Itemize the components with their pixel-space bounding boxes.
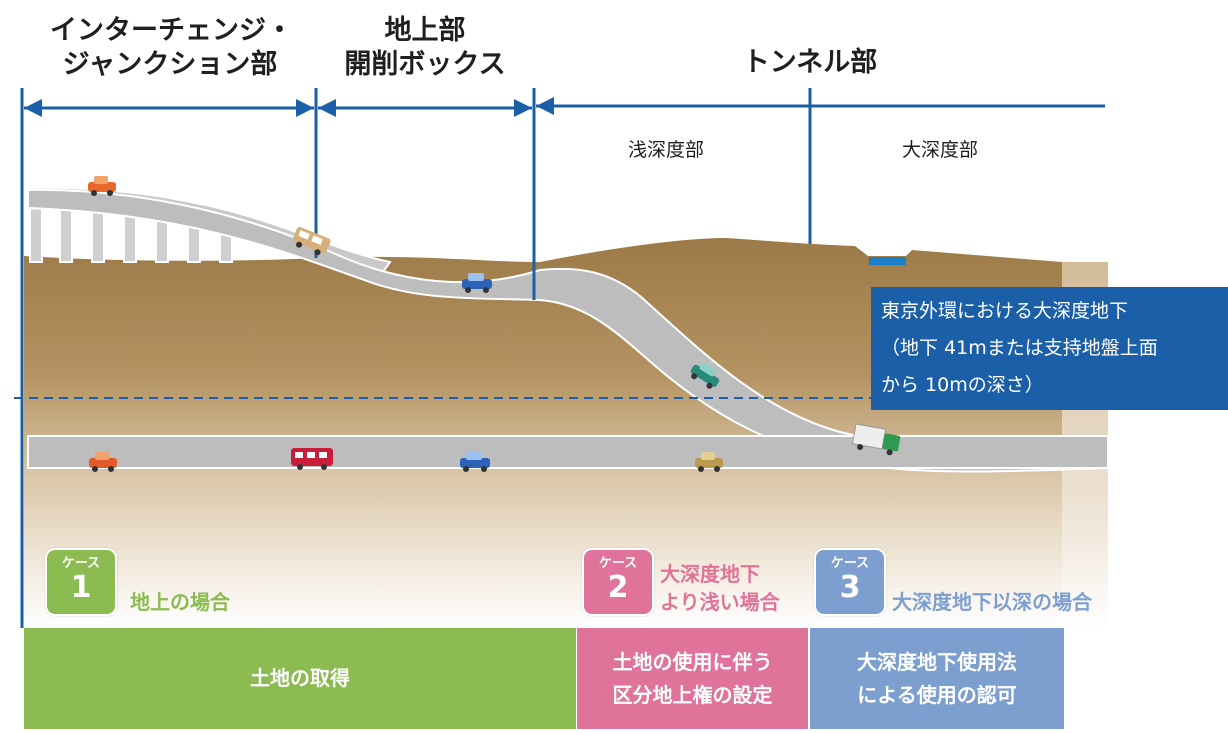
bar-land-acquisition: 土地の取得 — [24, 628, 576, 729]
callout-line1: 東京外環における大深度地下 — [881, 300, 1129, 322]
subsection-shallow-label: 浅深度部 — [628, 139, 705, 161]
callout-line2: （地下 41mまたは支持地盤上面 — [881, 337, 1158, 359]
car-tunnel-1 — [89, 452, 117, 472]
section-surface-box-label: 地上部 開削ボックス — [330, 14, 520, 82]
case-1-text: 地上の場合 — [130, 590, 230, 614]
range-arrows — [24, 97, 1105, 117]
case-2-text-line1: 大深度地下 — [660, 562, 760, 586]
case-3-number: 3 — [839, 570, 861, 605]
section-interchange-line2: ジャンクション部 — [62, 49, 278, 80]
ground-soil — [24, 238, 1062, 628]
bar-surface-right-line2: 区分地上権の設定 — [612, 682, 773, 707]
truck-tunnel-slope — [851, 423, 901, 456]
car-tunnel-slope — [690, 362, 720, 389]
car-ramp-top — [88, 176, 116, 196]
car-box — [462, 273, 492, 293]
case-3-word: ケース — [830, 556, 870, 571]
section-interchange-line1: インターチェンジ・ — [50, 15, 293, 46]
case-2-badge: ケース 2 — [582, 548, 654, 616]
case-1-word: ケース — [61, 556, 101, 571]
bar-deep-use-approval-line1: 大深度地下使用法 — [857, 649, 1017, 674]
bar-surface-right-line1: 土地の使用に伴う — [612, 649, 773, 674]
river-surface — [869, 257, 906, 265]
section-surface-box-line2: 開削ボックス — [344, 49, 506, 80]
case-1-number: 1 — [70, 570, 92, 605]
viaduct-pillars — [29, 199, 233, 263]
case-3-badge: ケース 3 — [814, 548, 886, 616]
tunnel-road — [27, 435, 1109, 469]
car-tunnel-3 — [695, 452, 723, 472]
section-interchange-label: インターチェンジ・ ジャンクション部 — [50, 14, 293, 82]
section-surface-box-line1: 地上部 — [384, 15, 466, 46]
subsection-deep-label: 大深度部 — [902, 139, 979, 161]
deep-underground-callout: 東京外環における大深度地下 （地下 41mまたは支持地盤上面 から 10mの深さ… — [871, 287, 1228, 410]
case-2-text-line2: より浅い場合 — [660, 590, 780, 614]
case-2-number: 2 — [607, 570, 629, 605]
callout-line3: から 10mの深さ） — [881, 374, 1044, 396]
section-tunnel-label: トンネル部 — [742, 47, 878, 78]
case-1-badge: ケース 1 — [45, 548, 117, 616]
van-ramp — [292, 226, 331, 256]
bus-tunnel — [291, 448, 333, 470]
case-2-word: ケース — [598, 556, 638, 571]
case-3-text: 大深度地下以深の場合 — [892, 590, 1092, 614]
bar-deep-use-approval: 大深度地下使用法 による使用の認可 — [810, 628, 1064, 729]
bar-surface-right: 土地の使用に伴う 区分地上権の設定 — [577, 628, 808, 729]
bar-deep-use-approval-line2: による使用の認可 — [857, 682, 1017, 707]
case-2-text: 大深度地下 より浅い場合 — [660, 560, 780, 616]
car-tunnel-2 — [460, 452, 490, 472]
bar-land-acquisition-text: 土地の取得 — [250, 666, 350, 690]
